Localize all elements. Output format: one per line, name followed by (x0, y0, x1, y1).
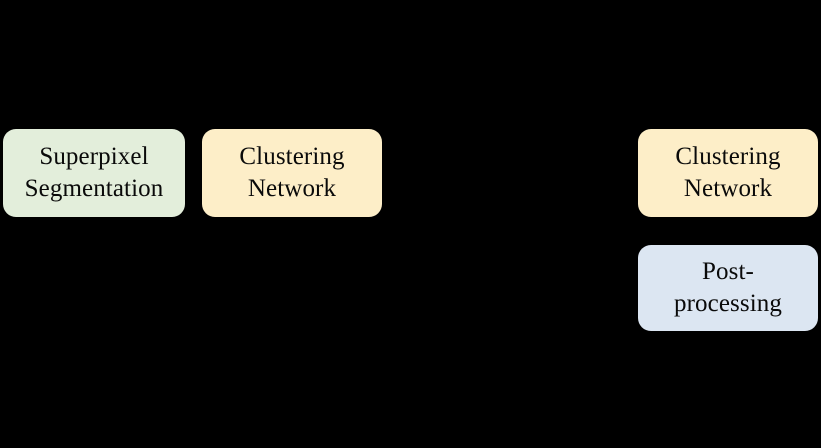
node-superpixel-segmentation-label: Superpixel Segmentation (24, 143, 164, 202)
node-post-processing-label: Post- processing (674, 258, 782, 317)
node-clustering-network-right[interactable]: Clustering Network (638, 129, 818, 217)
node-clustering-network-right-label: Clustering Network (675, 143, 781, 202)
node-clustering-network-left[interactable]: Clustering Network (202, 129, 382, 217)
node-superpixel-segmentation[interactable]: Superpixel Segmentation (3, 129, 185, 217)
node-clustering-network-left-label: Clustering Network (239, 143, 345, 202)
node-post-processing[interactable]: Post- processing (638, 245, 818, 331)
